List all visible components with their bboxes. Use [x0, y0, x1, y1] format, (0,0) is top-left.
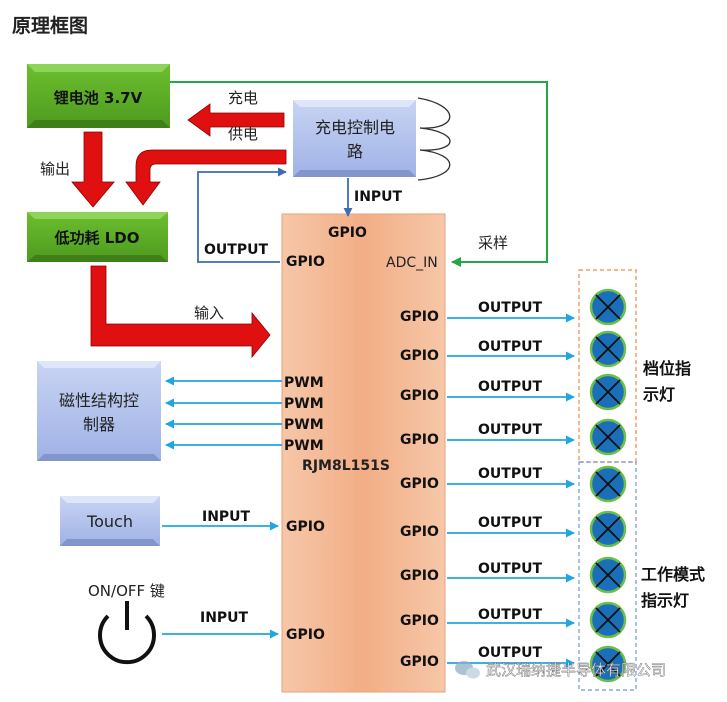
- gpio-out-1: GPIO: [400, 309, 439, 325]
- touch-input-label: INPUT: [202, 509, 251, 525]
- supply-label: 供电: [228, 125, 258, 143]
- output-label-7: OUTPUT: [478, 561, 542, 577]
- output-label-4: OUTPUT: [478, 422, 542, 438]
- pwm-label-3: PWM: [284, 417, 324, 433]
- led-icon: [589, 465, 627, 503]
- led-icon: [589, 556, 627, 594]
- output-label-9: OUTPUT: [478, 645, 542, 661]
- watermark: 武汉瑞纳捷半导体有限公司: [455, 661, 666, 679]
- ldo-block: 低功耗 LDO: [27, 212, 168, 262]
- adc-in-label: ADC_IN: [386, 255, 438, 271]
- mcu-block: RJM8L151S: [281, 213, 446, 693]
- led-icon: [589, 418, 627, 456]
- output-arrow: [71, 131, 115, 208]
- supply-arrow: [125, 149, 287, 206]
- mode-group-label-2: 指示灯: [641, 591, 689, 610]
- ldo-label: 低功耗 LDO: [54, 229, 140, 247]
- gpio-out-7: GPIO: [400, 568, 439, 584]
- input-label-top: INPUT: [354, 189, 403, 205]
- output-label-6: OUTPUT: [478, 515, 542, 531]
- led-icon: [589, 510, 627, 548]
- inductor-coil-icon: [417, 97, 451, 181]
- magnet-label-line1: 磁性结构控: [59, 391, 139, 410]
- charger-label-line2: 路: [347, 142, 363, 161]
- sample-label: 采样: [478, 234, 508, 252]
- diagram-title: 原理框图: [12, 14, 88, 37]
- gpio-out-8: GPIO: [400, 613, 439, 629]
- gpio-out-6: GPIO: [400, 524, 439, 540]
- output-label-top: OUTPUT: [204, 242, 268, 258]
- wechat-icon: [455, 661, 480, 679]
- gear-led-group-box: [578, 269, 637, 463]
- led-indicators: [589, 288, 627, 683]
- led-icon: [589, 373, 627, 411]
- power-key-label: ON/OFF 键: [88, 582, 165, 600]
- pwm-label-2: PWM: [284, 396, 324, 412]
- gpio-left-top: GPIO: [286, 254, 325, 270]
- charger-block: 充电控制电 路: [293, 100, 416, 177]
- led-icon: [589, 288, 627, 326]
- gpio-out-4: GPIO: [400, 432, 439, 448]
- pwm-label-4: PWM: [284, 438, 324, 454]
- power-key: ON/OFF 键: [88, 582, 165, 665]
- charge-arrow: [187, 103, 285, 137]
- gpio-out-2: GPIO: [400, 348, 439, 364]
- output-label-1: OUTPUT: [478, 300, 542, 316]
- gpio-output-rows: [447, 313, 575, 668]
- pwm-label-1: PWM: [284, 375, 324, 391]
- watermark-text: 武汉瑞纳捷半导体有限公司: [486, 661, 666, 679]
- output-cn-label: 输出: [40, 160, 70, 178]
- led-icon: [589, 645, 627, 683]
- gpio-top: GPIO: [328, 225, 367, 241]
- gear-group-label-2: 示灯: [643, 385, 675, 404]
- gear-group-label-1: 档位指: [643, 359, 691, 378]
- input-arrow: [90, 265, 271, 359]
- sample-line: [170, 81, 548, 267]
- output-label-3: OUTPUT: [478, 379, 542, 395]
- output-label-8: OUTPUT: [478, 607, 542, 623]
- gpio-out-5: GPIO: [400, 476, 439, 492]
- charge-label: 充电: [228, 89, 258, 107]
- mcu-name: RJM8L151S: [302, 458, 390, 474]
- output-label-5: OUTPUT: [478, 466, 542, 482]
- mcu-to-charger-line: [197, 167, 287, 263]
- magnet-controller-block: 磁性结构控 制器: [37, 361, 161, 461]
- magnet-label-line2: 制器: [83, 415, 115, 434]
- battery-label: 锂电池 3.7V: [54, 89, 143, 107]
- mode-group-label-1: 工作模式: [641, 565, 705, 584]
- mode-led-group-box: [578, 461, 637, 691]
- touch-label: Touch: [86, 512, 133, 531]
- gpio-out-3: GPIO: [400, 388, 439, 404]
- output-label-2: OUTPUT: [478, 339, 542, 355]
- led-icon: [589, 330, 627, 368]
- battery-block: 锂电池 3.7V: [27, 64, 170, 128]
- key-gpio-label: GPIO: [286, 627, 325, 643]
- touch-gpio-label: GPIO: [286, 519, 325, 535]
- power-icon: [98, 614, 156, 665]
- key-input-label: INPUT: [200, 610, 249, 626]
- touch-block: Touch: [60, 496, 160, 546]
- charger-label-line1: 充电控制电: [315, 118, 395, 137]
- pwm-lines: [165, 376, 282, 450]
- led-icon: [589, 601, 627, 639]
- gpio-out-9: GPIO: [400, 654, 439, 670]
- input-cn-label: 输入: [194, 304, 224, 322]
